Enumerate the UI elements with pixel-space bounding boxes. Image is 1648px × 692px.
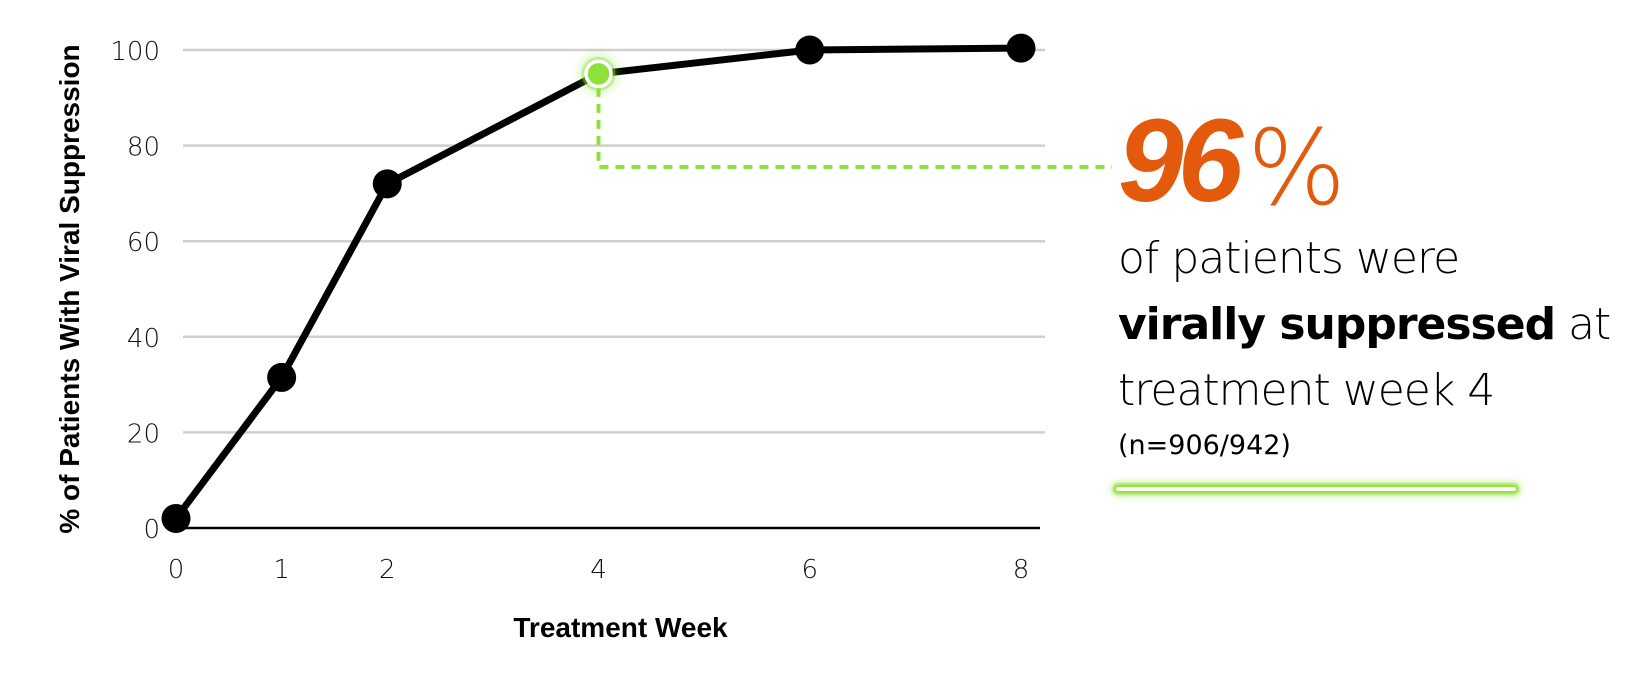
y-tick-label: 20 xyxy=(127,419,160,449)
callout-line-3: treatment week 4 xyxy=(1118,365,1495,416)
x-axis-ticks: 0 1 2 4 6 8 xyxy=(168,555,1030,585)
x-tick-label: 4 xyxy=(590,555,607,585)
callout-description: of patients were virally suppressed at t… xyxy=(1118,226,1638,424)
sample-size: (n=906/942) xyxy=(1118,430,1291,461)
callout-percentage-value: 96 xyxy=(1118,95,1243,227)
y-axis-ticks: 0 20 40 60 80 100 xyxy=(110,37,160,545)
y-tick-label: 80 xyxy=(127,133,160,163)
data-point xyxy=(267,362,297,392)
callout-leader-line xyxy=(596,87,1112,169)
x-tick-label: 0 xyxy=(168,555,185,585)
callout-emphasis: virally suppressed xyxy=(1118,299,1556,350)
callout-panel: 96 % of patients were virally suppressed… xyxy=(1118,100,1638,461)
y-tick-label: 100 xyxy=(110,37,160,67)
data-points xyxy=(161,33,1036,533)
y-tick-label: 40 xyxy=(127,324,160,354)
y-tick-label: 0 xyxy=(143,515,160,545)
series-line xyxy=(173,44,1022,521)
x-tick-label: 6 xyxy=(801,555,818,585)
x-axis-title: Treatment Week xyxy=(513,612,728,643)
data-point xyxy=(161,503,191,533)
data-point xyxy=(1006,33,1036,63)
callout-line-2: virally suppressed at xyxy=(1118,292,1638,358)
callout-line-1: of patients were xyxy=(1118,233,1460,284)
accent-underline xyxy=(1116,487,1516,491)
highlight-data-point xyxy=(584,59,613,89)
data-point xyxy=(372,169,402,199)
data-point xyxy=(795,35,825,65)
gridlines xyxy=(183,48,1045,434)
x-tick-label: 2 xyxy=(379,555,396,585)
y-tick-label: 60 xyxy=(127,228,160,258)
callout-percent-sign: % xyxy=(1247,107,1347,229)
callout-line-2-rest: at xyxy=(1555,299,1611,350)
series-line-group xyxy=(173,44,1022,521)
x-tick-label: 8 xyxy=(1013,555,1030,585)
callout-stat: 96 % xyxy=(1118,100,1638,220)
x-tick-label: 1 xyxy=(273,555,290,585)
y-axis-title: % of Patients With Viral Suppression xyxy=(54,44,85,533)
